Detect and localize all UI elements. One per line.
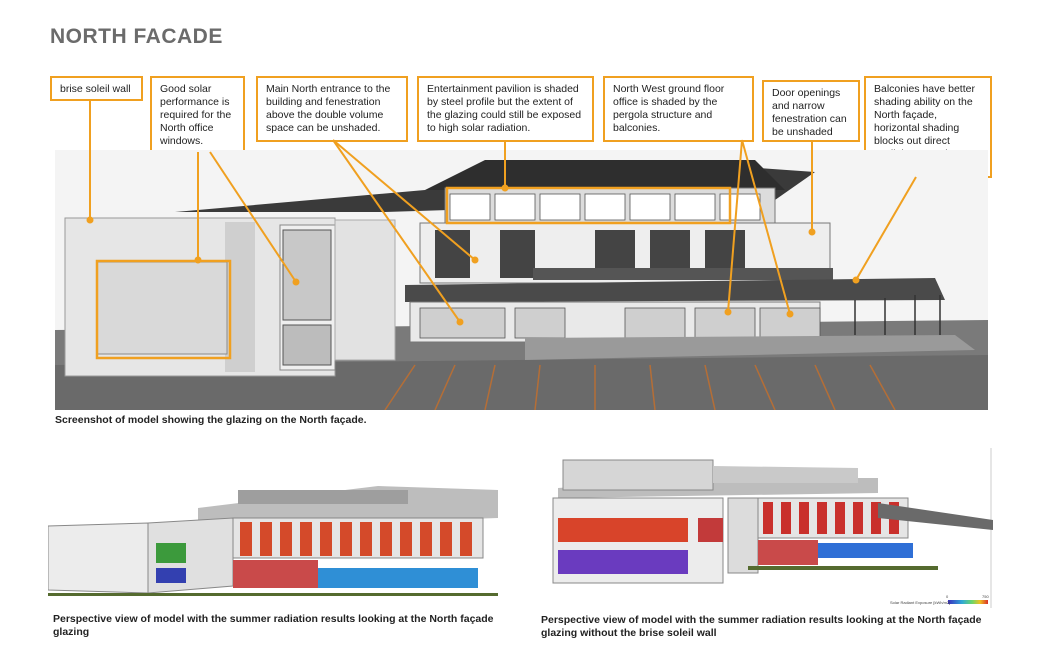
radiation-legend-max: 750: [982, 594, 989, 599]
radiation-legend-min: 0: [946, 594, 949, 599]
callout-door-openings: Door openings and narrow fenestration ca…: [762, 80, 860, 142]
callout-main-entrance: Main North entrance to the building and …: [256, 76, 408, 142]
callout-brise-soleil: brise soleil wall: [50, 76, 143, 101]
left-caption: Perspective view of model with the summe…: [53, 613, 494, 638]
main-caption: Screenshot of model showing the glazing …: [55, 414, 367, 426]
callout-north-west-office: North West ground floor office is shaded…: [603, 76, 754, 142]
main-model-screenshot: [55, 150, 988, 410]
callout-north-office-windows: Good solar performance is required for t…: [150, 76, 245, 153]
left-radiation-view: [48, 468, 500, 608]
radiation-legend-bar: [948, 600, 988, 604]
right-radiation-view: Solar Radiant Exposure [kWh/m2] 0 750: [548, 448, 993, 608]
page-title: NORTH FACADE: [50, 25, 223, 48]
radiation-legend-label: Solar Radiant Exposure [kWh/m2]: [890, 600, 950, 605]
callout-entertainment-pavilion: Entertainment pavilion is shaded by stee…: [417, 76, 594, 142]
right-caption: Perspective view of model with the summe…: [541, 614, 982, 639]
